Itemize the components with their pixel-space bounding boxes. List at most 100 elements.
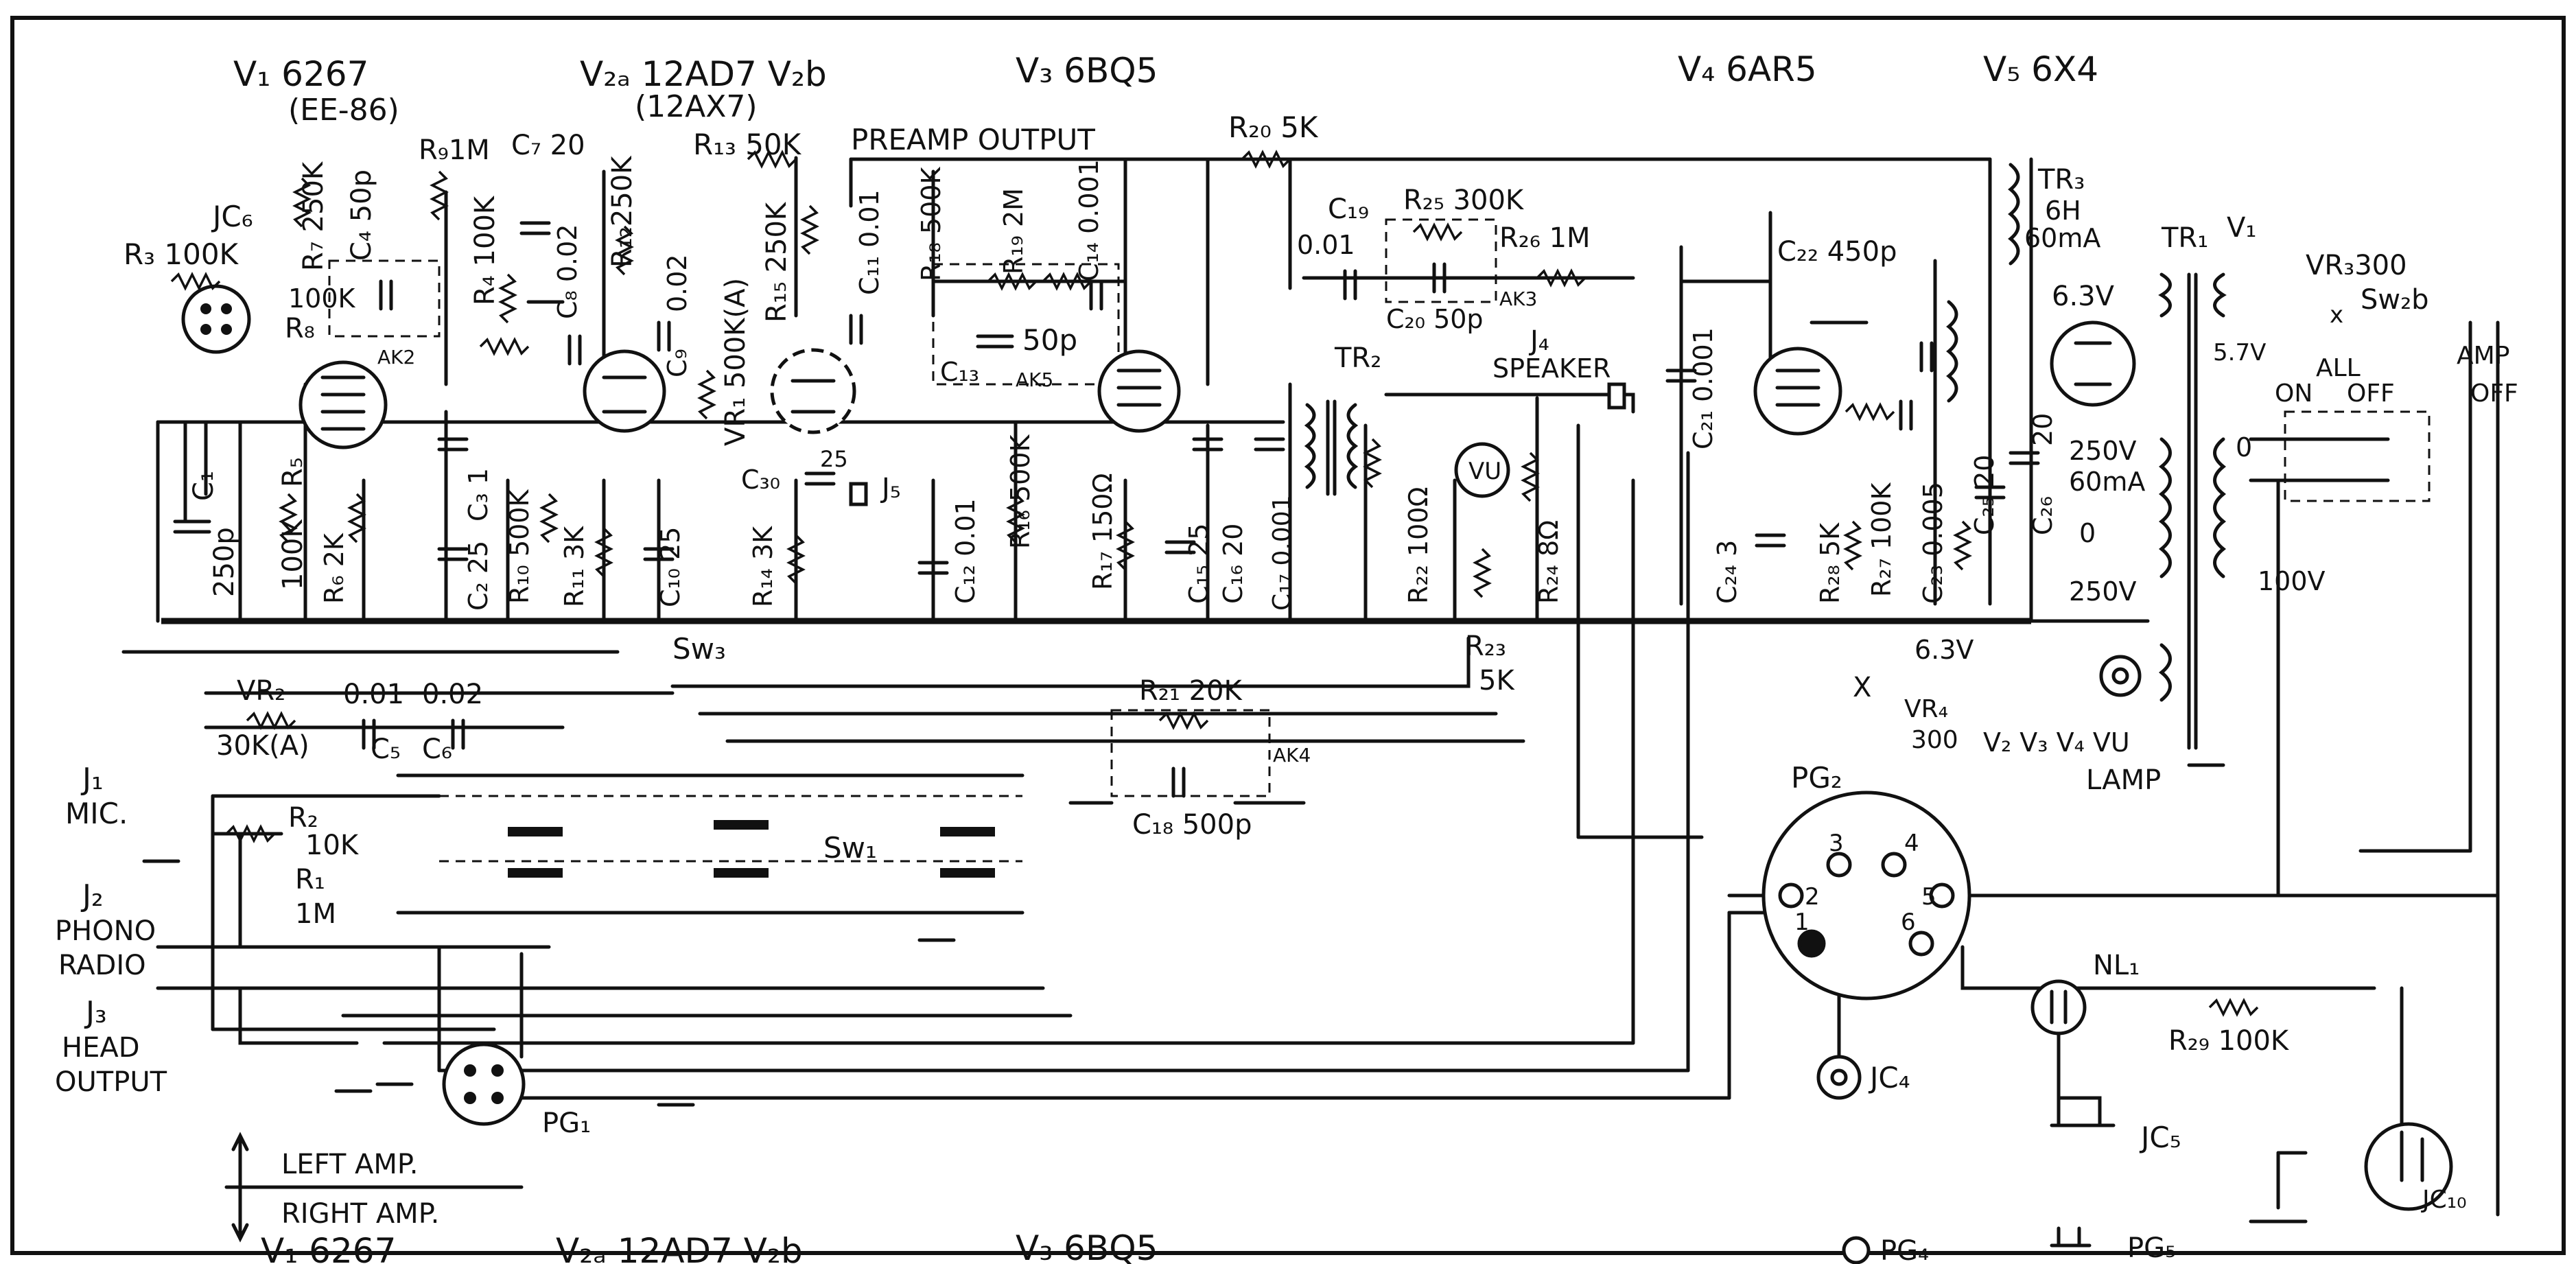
tube-v2a — [583, 349, 666, 433]
label-r24: R₂₄ 8Ω — [1534, 520, 1564, 604]
label-r27: R₂₇ 100K — [1866, 482, 1897, 597]
label-c6: C₆ — [422, 734, 452, 765]
jack-jc10 — [2364, 1122, 2453, 1211]
label-r2-val: 10K — [305, 830, 360, 861]
label-vr3: VR₃300 — [2306, 250, 2407, 281]
label-sw1: Sw₁ — [823, 831, 877, 865]
left-right-divider — [224, 1132, 524, 1243]
label-pin4: 4 — [1904, 830, 1919, 857]
tube-v5 — [2050, 320, 2136, 407]
label-all: ALL — [2316, 354, 2361, 382]
resistors — [170, 150, 2259, 1017]
label-r28: R₂₈ 5K — [1815, 522, 1845, 604]
label-c14: C₁₄ 0.001 — [1074, 159, 1104, 281]
label-head: HEAD — [62, 1032, 140, 1064]
pg4-symbol — [1842, 1236, 1871, 1264]
label-speaker: SPEAKER — [1492, 353, 1611, 384]
label-v100: 100V — [2258, 566, 2326, 596]
header-v5: V₅ 6X4 — [1983, 49, 2098, 89]
jack-j5 — [849, 482, 868, 506]
label-x2: x — [2330, 301, 2343, 329]
label-vr4-val: 300 — [1911, 726, 1958, 754]
label-c1: C₁ — [188, 471, 220, 501]
label-r23: R₂₃ — [1465, 631, 1506, 662]
label-r23-val: 5K — [1479, 665, 1515, 697]
label-c17: C₁₇ 0.001 — [1268, 495, 1296, 611]
transformer-tr1 — [2158, 272, 2227, 750]
plug-pg1 — [442, 1042, 526, 1126]
label-v57: 5.7V — [2213, 339, 2266, 366]
label-c19: C₁₉ — [1328, 194, 1369, 225]
label-c26: C₂₆ — [2028, 496, 2058, 535]
label-x1: X — [1853, 672, 1871, 703]
label-r4: R₄ 100K — [469, 195, 501, 305]
power-switch-box — [2284, 410, 2431, 502]
label-r7: R₇ 250K — [298, 161, 329, 271]
label-r16: R₁₆ 500K — [1005, 434, 1035, 549]
tube-v1 — [298, 360, 388, 449]
vu-lamp — [2099, 655, 2142, 697]
bottom-header-pg4: PG₄ — [1880, 1235, 1929, 1264]
label-v250a: 250V — [2069, 436, 2137, 466]
plug-pg2 — [1761, 791, 1971, 1000]
label-c3: C₃ 1 — [463, 468, 493, 522]
label-c9-val: 0.02 — [662, 254, 692, 312]
label-j2: J₂ — [80, 878, 104, 913]
bottom-header-pg5: PG₅ — [2127, 1232, 2176, 1264]
header-v3: V₃ 6BQ5 — [1016, 51, 1158, 91]
label-r3: R₃ 100K — [124, 237, 239, 271]
label-on: ON — [2275, 379, 2312, 408]
label-r21: R₂₁ 20K — [1139, 675, 1243, 707]
label-r14: R₁₄ 3K — [748, 526, 778, 607]
label-r22: R₂₂ 100Ω — [1403, 487, 1433, 604]
label-c22: C₂₂ 450p — [1777, 236, 1897, 268]
label-c10: C₁₀ 25 — [655, 527, 686, 607]
header-v2-alt: (12AX7) — [635, 89, 758, 124]
label-c8: C₈ 0.02 — [552, 224, 583, 319]
header-v1: V₁ 6267 — [233, 54, 368, 94]
label-off: OFF — [2347, 379, 2395, 408]
label-zero-b: 0 — [2236, 432, 2252, 463]
label-v63b: 6.3V — [1915, 635, 1974, 665]
label-c25: C₂₅ 20 — [1969, 455, 2000, 535]
label-c18: C₁₈ 500p — [1132, 809, 1252, 841]
label-c23: C₂₃ 0.005 — [1918, 482, 1948, 604]
label-r10: R₁₀ 500K — [504, 489, 535, 604]
label-r1-val: 1M — [295, 898, 336, 930]
label-jc6: JC₆ — [211, 200, 253, 233]
label-r1: R₁ — [295, 864, 325, 896]
label-c5: C₅ — [371, 734, 401, 765]
label-c15: C₁₅ 25 — [1184, 524, 1214, 604]
label-nl1: NL₁ — [2093, 950, 2140, 981]
label-pin5: 5 — [1921, 883, 1936, 911]
ak2-box — [328, 259, 441, 338]
label-c12: C₁₂ 0.01 — [950, 498, 981, 604]
label-ak3: AK3 — [1499, 288, 1537, 310]
label-c20: C₂₀ 50p — [1386, 304, 1484, 334]
label-r15: R₁₅ 250K — [761, 201, 793, 323]
label-sw3: Sw₃ — [672, 632, 726, 666]
switch-sw1-contacts — [508, 820, 995, 878]
tube-v4 — [1753, 347, 1842, 436]
label-c9: C₉ — [662, 349, 692, 377]
neon-lamp-nl1 — [2030, 979, 2087, 1035]
label-c26-val: 20 — [2028, 413, 2058, 446]
header-v4: V₄ 6AR5 — [1678, 49, 1817, 89]
label-pin1: 1 — [1794, 909, 1810, 936]
label-c1-val: 250p — [209, 527, 240, 597]
header-v1-alt: (EE-86) — [288, 93, 399, 128]
label-c5-val: 0.01 — [343, 679, 404, 710]
label-r18: R₁₈ 500K — [916, 167, 946, 281]
label-vr2: VR₂ — [237, 675, 285, 707]
label-r6: R₆ 2K — [319, 532, 349, 604]
label-ak4: AK4 — [1273, 744, 1311, 766]
ak4-box — [1110, 709, 1271, 797]
label-jc4: JC₄ — [1868, 1061, 1910, 1095]
speaker-jack-j4 — [1607, 382, 1626, 410]
tube-v2b — [770, 348, 856, 434]
label-c6-val: 0.02 — [422, 679, 483, 710]
bottom-header-v2: V₂ₐ 12AD7 V₂b — [556, 1231, 803, 1264]
label-zero-a: 0 — [2079, 518, 2096, 548]
label-c21: C₂₁ 0.001 — [1688, 327, 1718, 449]
